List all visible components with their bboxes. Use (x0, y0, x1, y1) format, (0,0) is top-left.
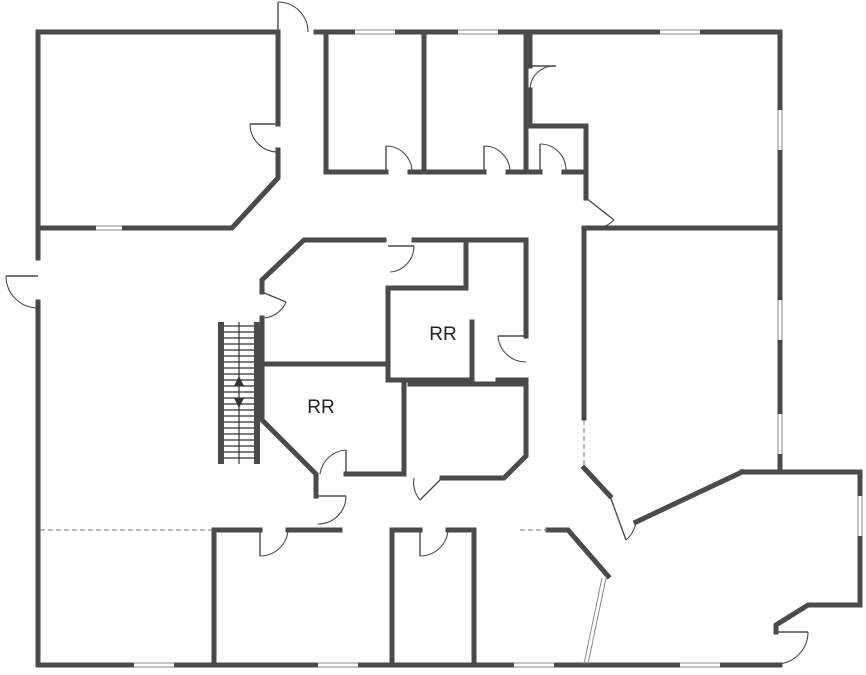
exterior-walls (35, 29, 863, 668)
door-bottom-mid (419, 529, 449, 557)
door-angled-right (609, 495, 637, 541)
door-bottom-left (259, 529, 289, 557)
door-entry-left (5, 275, 39, 309)
door-bottom-right (775, 631, 809, 665)
staircase (218, 322, 260, 464)
door-core-top (388, 245, 415, 273)
door-core-left (261, 291, 287, 319)
door-corridor-bottom (316, 495, 347, 525)
door-core-bottom (413, 477, 443, 501)
door-top-left-office (249, 123, 279, 153)
dashed-partitions (40, 420, 585, 531)
room-label-rr-lower: RR (307, 397, 334, 418)
interior-walls (35, 29, 863, 668)
door-office-3 (539, 143, 567, 172)
door-office-1 (385, 145, 413, 173)
door-entry-top (277, 1, 309, 33)
door-office-2 (483, 145, 511, 173)
windows (96, 29, 863, 668)
door-right-corner (585, 197, 615, 230)
room-label-rr-upper: RR (429, 324, 456, 345)
stair-arrow-up-icon (234, 376, 244, 386)
door-rr-lower (319, 449, 347, 475)
door-closet (529, 65, 557, 91)
door-rr-upper (497, 335, 527, 363)
stair-arrow-down-icon (234, 398, 244, 408)
doors (5, 1, 809, 665)
